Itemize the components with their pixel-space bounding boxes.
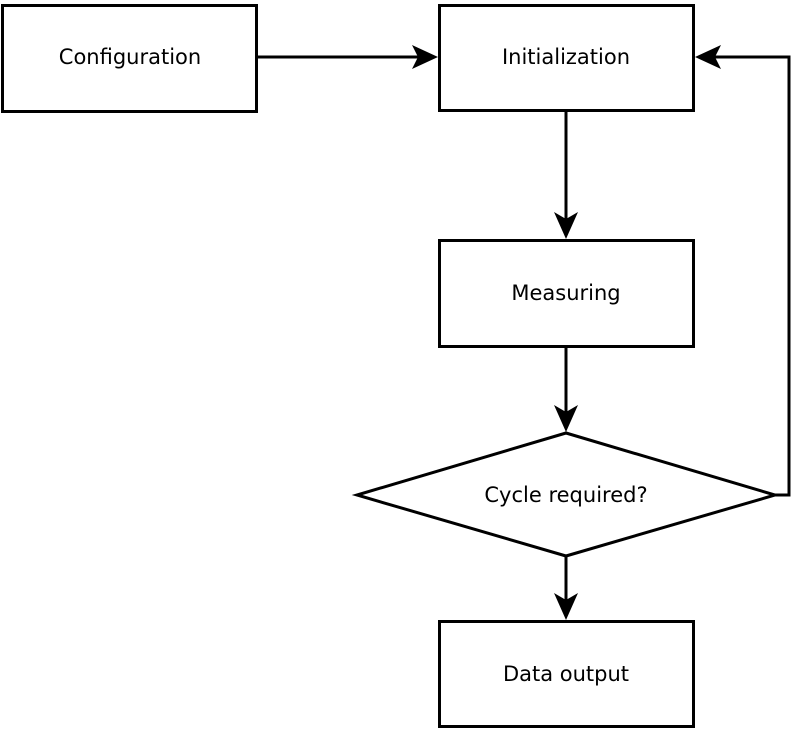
arrowhead-left-initialization bbox=[695, 45, 721, 69]
measuring-box[interactable] bbox=[438, 239, 695, 348]
configuration-label: Configuration bbox=[59, 45, 201, 69]
arrowhead-down-measuring bbox=[554, 212, 578, 239]
data-output-box[interactable] bbox=[438, 620, 695, 728]
edge-measuring-to-cycle-required bbox=[554, 348, 578, 432]
cycle-required-diamond[interactable] bbox=[351, 431, 781, 558]
node-data-output[interactable]: Data output bbox=[438, 620, 695, 728]
initialization-label: Initialization bbox=[502, 45, 630, 69]
edge-cycle-required-feedback-to-initialization bbox=[695, 45, 791, 497]
edge-line-feedback-loop bbox=[711, 55, 791, 497]
data-output-label: Data output bbox=[503, 662, 629, 686]
cycle-required-label: Cycle required? bbox=[484, 483, 647, 507]
initialization-box[interactable] bbox=[438, 4, 695, 112]
edge-initialization-to-measuring bbox=[554, 112, 578, 239]
arrowhead-down-cycle-required bbox=[554, 405, 578, 432]
arrowhead-right-initialization bbox=[412, 45, 438, 69]
node-cycle-required[interactable]: Cycle required? bbox=[351, 431, 781, 558]
arrowhead-down-data-output bbox=[554, 593, 578, 620]
edge-configuration-to-initialization bbox=[258, 45, 438, 69]
node-configuration[interactable]: Configuration bbox=[1, 4, 258, 113]
edge-cycle-required-to-data-output bbox=[554, 557, 578, 620]
node-initialization[interactable]: Initialization bbox=[438, 4, 695, 112]
node-measuring[interactable]: Measuring bbox=[438, 239, 695, 348]
measuring-label: Measuring bbox=[511, 281, 620, 305]
configuration-box[interactable] bbox=[1, 4, 258, 113]
